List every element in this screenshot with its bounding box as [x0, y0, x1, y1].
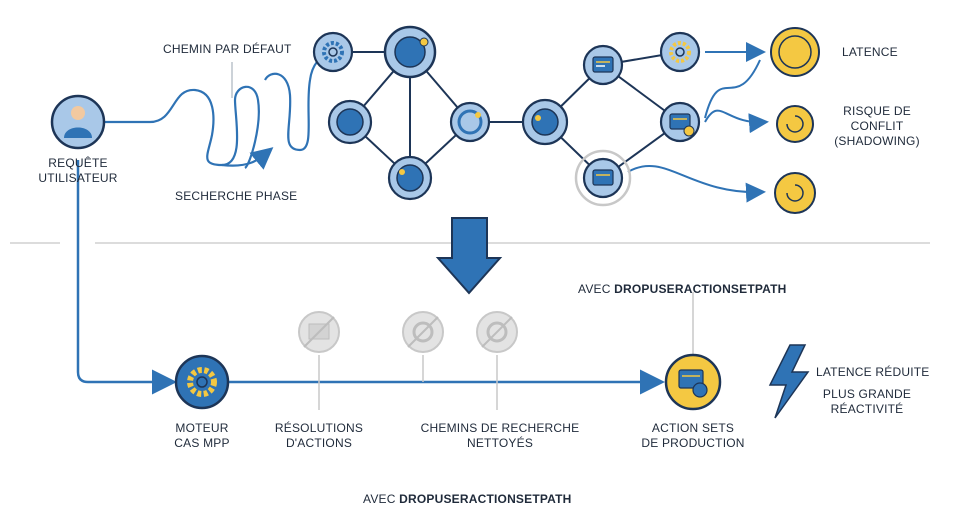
- network-node-mid: [521, 98, 569, 146]
- network-node-right: [449, 101, 491, 143]
- avec-prefix: AVEC: [578, 282, 615, 296]
- outcome-connector-third: [627, 165, 766, 203]
- default-path-curve-2: [221, 147, 274, 170]
- default-path-curve-3: [264, 53, 331, 152]
- search-phase-label: SECHERCHE PHASE: [175, 189, 298, 203]
- user-to-engine-connector: [76, 160, 177, 395]
- network-node-top: [383, 25, 437, 79]
- gear-icon: [312, 31, 354, 73]
- default-path-label: CHEMIN PAR DÉFAUT: [163, 42, 292, 56]
- outcome-connector-risque-2: [704, 109, 769, 134]
- action-set-icon: [659, 101, 701, 143]
- transition-down-arrow: [435, 217, 503, 295]
- user-request-label: REQUÊTE UTILISATEUR: [38, 156, 118, 185]
- ghost-ticks: [318, 292, 694, 410]
- footer-annotation: AVEC DROPUSERACTIONSETPATH: [363, 477, 572, 507]
- ghost-resolutions-icon: [298, 311, 340, 353]
- outcome-latence-icon: [770, 27, 820, 77]
- cleaned-paths-label: CHEMINS DE RECHERCHE NETTOYÉS: [420, 421, 580, 450]
- outcome-risque-icon: [776, 105, 814, 143]
- lightning-icon: [768, 344, 810, 419]
- network-node-left: [327, 99, 373, 145]
- footer-strong: DROPUSERACTIONSETPATH: [399, 492, 572, 506]
- engine-label: MOTEUR CAS MPP: [174, 421, 230, 450]
- avec-annotation-top: AVEC DROPUSERACTIONSETPATH: [578, 267, 787, 297]
- outcome-risque-label: RISQUE DE CONFLIT (SHADOWING): [834, 104, 920, 148]
- benefit-latency-label: LATENCE RÉDUITE: [816, 365, 930, 379]
- resolutions-label: RÉSOLUTIONS D'ACTIONS: [274, 421, 364, 450]
- network-node-bottom: [387, 155, 433, 201]
- ghost-cleaned-path-icon: [476, 311, 518, 353]
- network-edges: [333, 51, 681, 179]
- benefit-reactivity-label: PLUS GRANDE RÉACTIVITÉ: [822, 387, 912, 416]
- outcome-latence-label: LATENCE: [842, 45, 898, 59]
- outcome-third-icon: [774, 172, 816, 214]
- default-path-curve: [105, 85, 260, 169]
- production-action-set-icon: [664, 353, 722, 411]
- user-node: [50, 94, 106, 150]
- engine-gear-icon: [174, 354, 230, 410]
- footer-prefix: AVEC: [363, 492, 400, 506]
- action-set-icon: [582, 44, 624, 86]
- outcome-connector-risque: [704, 59, 761, 119]
- action-sets-label: ACTION SETS DE PRODUCTION: [641, 421, 745, 450]
- avec-strong: DROPUSERACTIONSETPATH: [614, 282, 787, 296]
- ghost-cleaned-path-icon: [402, 311, 444, 353]
- gear-icon: [659, 31, 701, 73]
- action-set-icon: [574, 149, 632, 207]
